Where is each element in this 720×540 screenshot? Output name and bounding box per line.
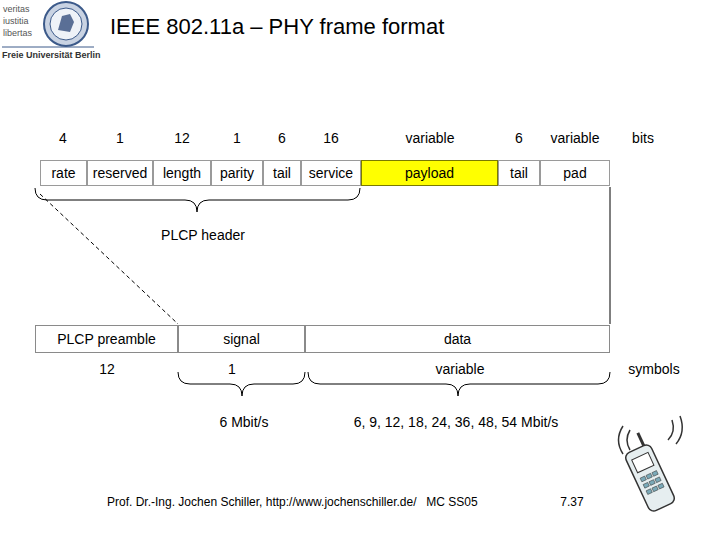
field-cell: service xyxy=(301,160,361,186)
rate-label: 6 Mbit/s xyxy=(219,414,268,430)
symbol-count: 12 xyxy=(99,361,115,377)
phone-icon xyxy=(618,430,676,513)
header-brace xyxy=(35,188,360,212)
field-name: service xyxy=(309,165,353,181)
symbol-count: 1 xyxy=(228,361,236,377)
field-name: pad xyxy=(563,165,586,181)
symbol-block: PLCP preamble xyxy=(35,325,178,353)
rate-label: 6, 9, 12, 18, 24, 36, 48, 54 Mbit/s xyxy=(354,414,559,430)
page-number: 7.37 xyxy=(560,496,583,510)
slide-title: IEEE 802.11a – PHY frame format xyxy=(110,14,444,39)
field-cell: tail xyxy=(263,160,301,186)
field-name: tail xyxy=(510,165,528,181)
mapping-line xyxy=(40,194,178,324)
university-name: Freie Universität Berlin xyxy=(2,50,101,60)
field-cell: tail xyxy=(498,160,540,186)
unit-label: symbols xyxy=(628,361,679,377)
field-name: parity xyxy=(220,165,254,181)
field-cell: reserved xyxy=(87,160,153,186)
bit-count: 1 xyxy=(116,130,124,146)
symbol-count: variable xyxy=(435,361,484,377)
field-name: rate xyxy=(51,165,75,181)
motto-text: veritas xyxy=(3,4,30,14)
seal-logo xyxy=(2,2,94,47)
bit-count: 4 xyxy=(59,130,67,146)
field-name: signal xyxy=(223,331,260,347)
symbol-block: data xyxy=(305,325,610,353)
field-cell: parity xyxy=(211,160,263,186)
bit-count: 6 xyxy=(515,130,523,146)
field-name: length xyxy=(163,165,201,181)
field-name: PLCP preamble xyxy=(57,331,156,347)
footer-text: Prof. Dr.-Ing. Jochen Schiller, http://w… xyxy=(107,496,416,510)
motto-text: libertas xyxy=(3,28,32,38)
motto-text: iustitia xyxy=(3,16,29,26)
bit-count: variable xyxy=(405,130,454,146)
field-name: payload xyxy=(405,165,454,181)
bit-count: variable xyxy=(550,130,599,146)
field-name: data xyxy=(444,331,471,347)
field-name: tail xyxy=(273,165,291,181)
field-cell: rate xyxy=(40,160,87,186)
field-name: reserved xyxy=(93,165,147,181)
brace-label: PLCP header xyxy=(161,227,245,243)
bit-count: 1 xyxy=(233,130,241,146)
unit-label: bits xyxy=(632,130,654,146)
signal-brace xyxy=(178,372,305,396)
symbol-block: signal xyxy=(178,325,305,353)
field-cell: length xyxy=(153,160,211,186)
field-cell: pad xyxy=(540,160,610,186)
bit-count: 6 xyxy=(278,130,286,146)
radio-waves xyxy=(619,416,683,454)
bit-count: 12 xyxy=(174,130,190,146)
payload-cell: payload xyxy=(361,160,498,186)
mapping-line xyxy=(610,187,611,324)
footer-text: MC SS05 xyxy=(426,496,477,510)
bit-count: 16 xyxy=(323,130,339,146)
